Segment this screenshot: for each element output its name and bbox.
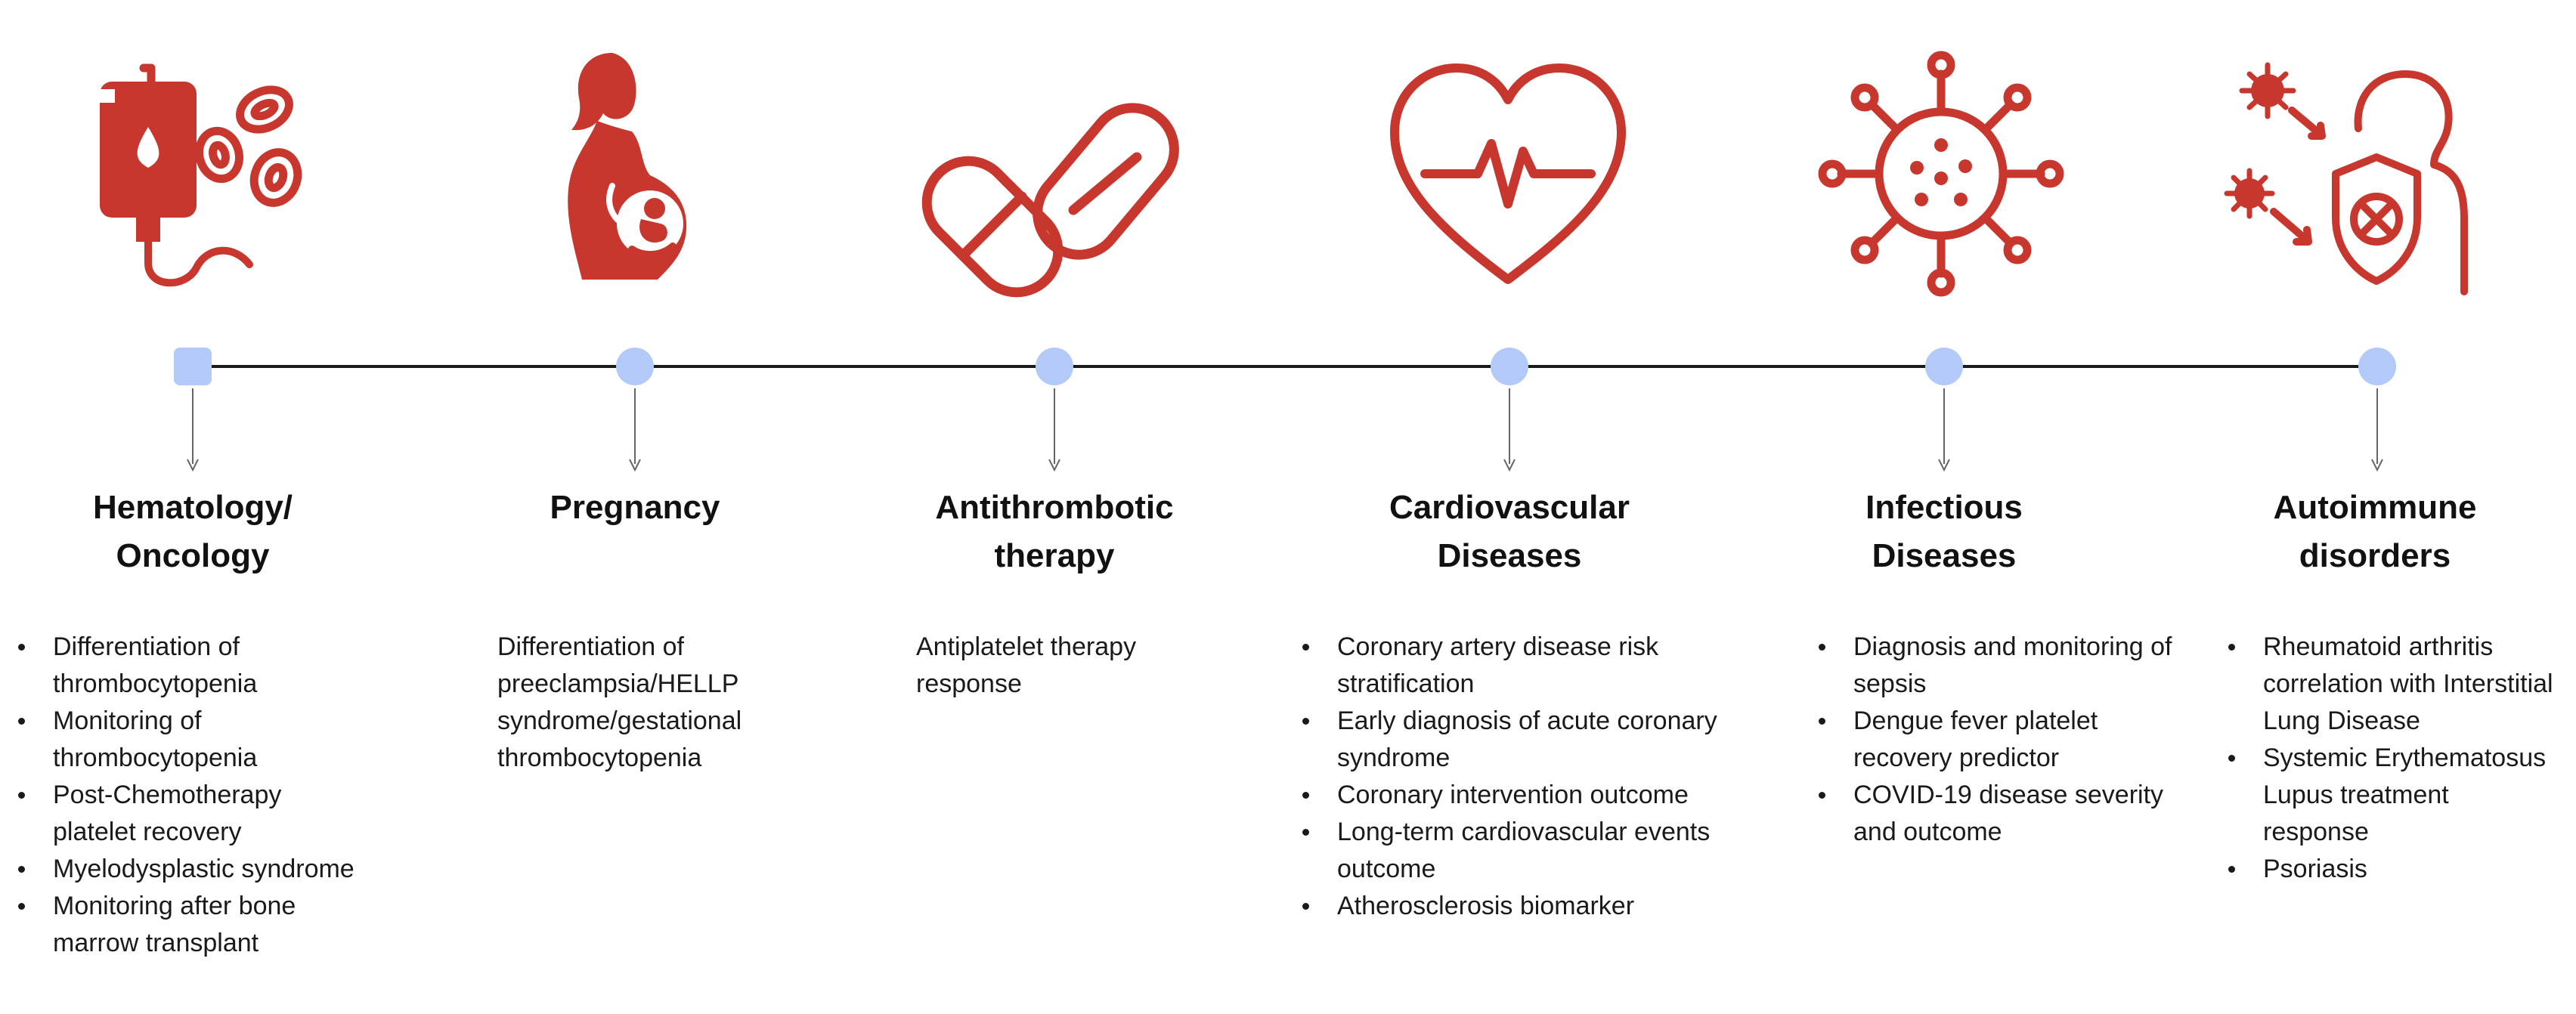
blood-bag-icon: [60, 38, 333, 310]
immune-shield-icon: [2207, 38, 2479, 310]
category-description: Differentiation of preeclampsia/HELLP sy…: [497, 632, 742, 772]
down-arrow-icon: [2370, 388, 2385, 472]
down-arrow-icon: [627, 388, 642, 472]
category-item-list: Differentiation of thrombocytopenia Moni…: [11, 629, 366, 962]
down-arrow-icon: [1047, 388, 1062, 472]
timeline-node: [616, 348, 654, 385]
list-item: Post-Chemotherapy platelet recovery: [11, 777, 366, 851]
category-title: Cardiovascular Diseases: [1389, 489, 1630, 574]
category-title: Antithrombotic therapy: [935, 489, 1174, 574]
category-title: Hematology/ Oncology: [92, 489, 293, 574]
category-title: Autoimmune disorders: [2273, 489, 2477, 574]
list-item: Dengue fever platelet recovery predictor: [1811, 703, 2174, 777]
category-title: Infectious Diseases: [1865, 489, 2023, 574]
list-item: Systemic Erythematosus Lupus treatment r…: [2221, 740, 2557, 851]
category-item-list: Coronary artery disease risk stratificat…: [1295, 629, 1718, 925]
list-item: Monitoring after bone marrow transplant: [11, 888, 366, 962]
pregnant-woman-icon: [499, 38, 771, 310]
list-item: Myelodysplastic syndrome: [11, 851, 366, 888]
timeline-node: [1036, 348, 1073, 385]
timeline-node: [2358, 348, 2396, 385]
heart-pulse-icon: [1372, 38, 1644, 310]
down-arrow-icon: [1937, 388, 1952, 472]
category-description: Antiplatelet therapy response: [916, 632, 1137, 698]
list-item: COVID-19 disease severity and outcome: [1811, 777, 2174, 851]
list-item: Psoriasis: [2221, 851, 2557, 888]
down-arrow-icon: [185, 388, 200, 472]
pills-icon: [921, 38, 1193, 310]
list-item: Atherosclerosis biomarker: [1295, 888, 1718, 925]
category-item-list: Diagnosis and monitoring of sepsis Dengu…: [1811, 629, 2174, 851]
category-title: Pregnancy: [550, 489, 720, 526]
list-item: Long-term cardiovascular events outcome: [1295, 814, 1718, 888]
down-arrow-icon: [1502, 388, 1517, 472]
virus-icon: [1805, 38, 2077, 310]
list-item: Coronary intervention outcome: [1295, 777, 1718, 814]
timeline-axis: [190, 365, 2375, 368]
timeline-node: [174, 348, 212, 385]
list-item: Coronary artery disease risk stratificat…: [1295, 629, 1718, 703]
list-item: Monitoring of thrombocytopenia: [11, 703, 366, 777]
timeline-node: [1491, 348, 1528, 385]
timeline-node: [1925, 348, 1963, 385]
category-item-list: Rheumatoid arthritis correlation with In…: [2221, 629, 2557, 888]
list-item: Differentiation of thrombocytopenia: [11, 629, 366, 703]
list-item: Rheumatoid arthritis correlation with In…: [2221, 629, 2557, 740]
list-item: Diagnosis and monitoring of sepsis: [1811, 629, 2174, 703]
list-item: Early diagnosis of acute coronary syndro…: [1295, 703, 1718, 777]
